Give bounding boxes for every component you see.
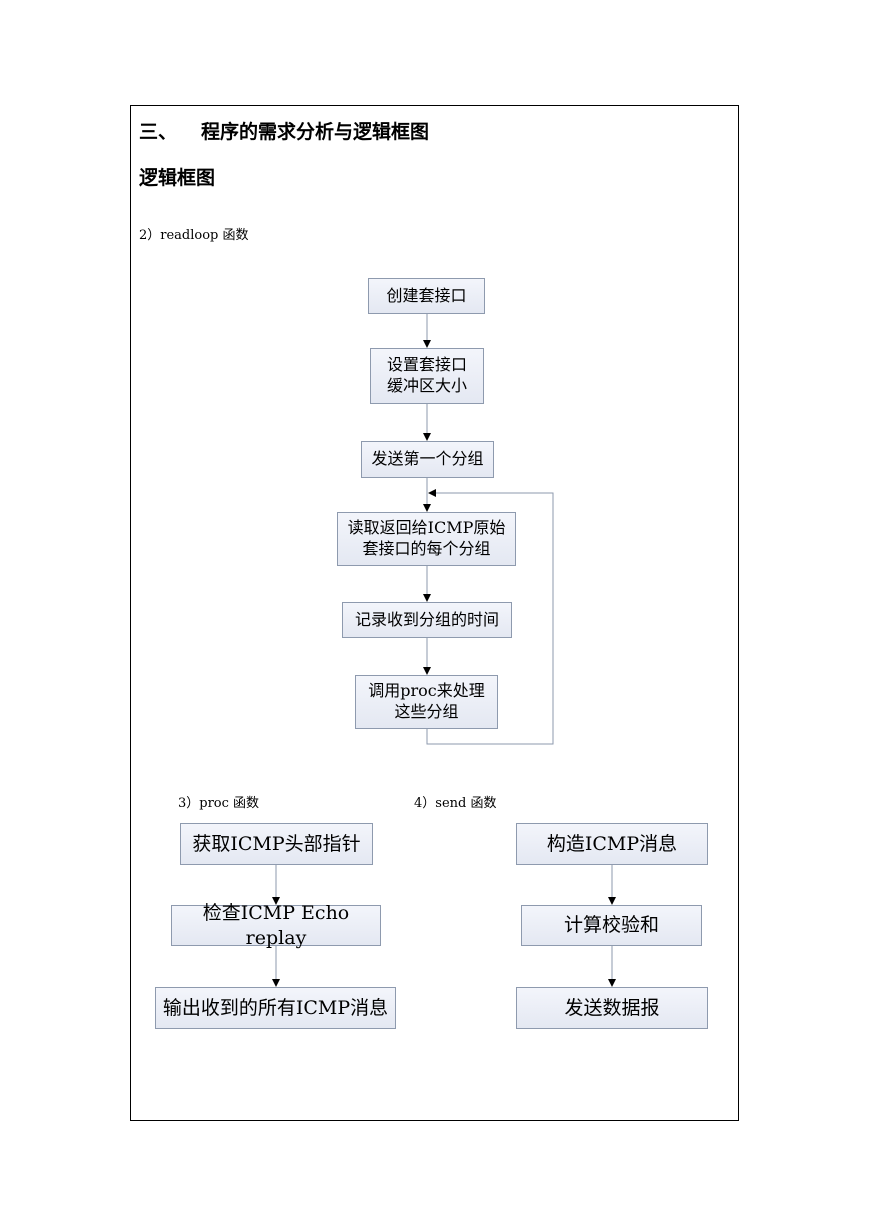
send-step-build: 构造ICMP消息 — [516, 823, 708, 865]
step-call-proc: 调用proc来处理这些分组 — [355, 675, 498, 729]
step-read-label-2: 套接口的每个分组 — [362, 539, 491, 558]
section-number: 三、 — [139, 121, 178, 143]
proc-step-2-label: 检查ICMP Echo replay — [202, 901, 350, 949]
step-read-packets: 读取返回给ICMP原始套接口的每个分组 — [337, 512, 516, 566]
step-send-first-packet: 发送第一个分组 — [361, 441, 494, 478]
section-title: 程序的需求分析与逻辑框图 — [201, 121, 430, 143]
subtitle: 逻辑框图 — [139, 167, 216, 189]
step-send-first-label: 发送第一个分组 — [371, 449, 484, 469]
step-read-label-1: 读取返回给ICMP原始 — [347, 518, 506, 538]
proc-step-check-echo: 检查ICMP Echo replay — [171, 902, 381, 949]
proc-step-3-label: 输出收到的所有ICMP消息 — [162, 996, 389, 1019]
step-call-proc-label-1: 调用proc来处理 — [368, 681, 485, 701]
step-record-time-label: 记录收到分组的时间 — [354, 609, 499, 629]
step-create-socket-label: 创建套接口 — [386, 285, 467, 305]
proc-caption: 3）proc 函数 — [178, 796, 260, 811]
send-step-1-label: 构造ICMP消息 — [546, 832, 678, 855]
send-step-datagram: 发送数据报 — [516, 987, 708, 1029]
proc-step-1-label: 获取ICMP头部指针 — [192, 832, 361, 855]
send-step-checksum: 计算校验和 — [521, 905, 702, 946]
step-set-socket-label-2: 缓冲区大小 — [386, 376, 467, 395]
step-call-proc-label-2: 这些分组 — [394, 702, 459, 721]
step-record-time: 记录收到分组的时间 — [342, 602, 512, 638]
page-frame — [130, 105, 739, 1121]
step-set-socket-label-1: 设置套接口 — [386, 355, 467, 375]
step-create-socket: 创建套接口 — [368, 278, 485, 314]
send-step-2-label: 计算校验和 — [563, 914, 659, 937]
send-step-3-label: 发送数据报 — [564, 996, 660, 1019]
proc-step-get-header: 获取ICMP头部指针 — [180, 823, 373, 865]
section-heading: 三、 程序的需求分析与逻辑框图 — [139, 117, 429, 144]
send-caption: 4）send 函数 — [414, 796, 497, 811]
readloop-caption: 2）readloop 函数 — [139, 228, 249, 243]
loop-back-line — [426, 489, 554, 745]
step-set-socket-buffer: 设置套接口缓冲区大小 — [370, 348, 484, 404]
proc-step-output: 输出收到的所有ICMP消息 — [155, 987, 396, 1029]
